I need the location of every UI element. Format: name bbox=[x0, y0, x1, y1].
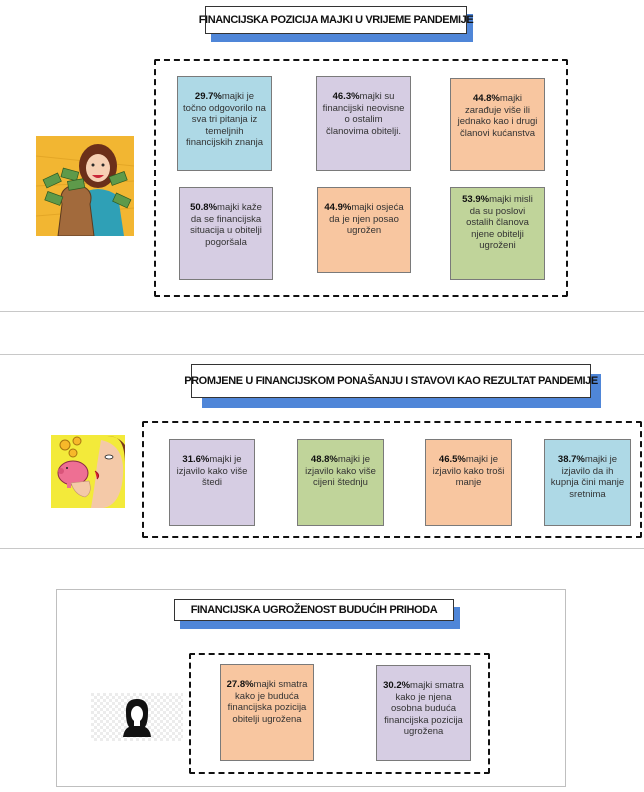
stat-percent: 53.9% bbox=[462, 194, 490, 205]
stat-text: majki je izjavilo da ih kupnja čini manj… bbox=[550, 454, 625, 500]
divider bbox=[0, 354, 644, 355]
section-title-2: PROMJENE U FINANCIJSKOM PONAŠANJU I STAV… bbox=[184, 364, 601, 408]
stat-text: majki je izjavilo kako više cijeni štedn… bbox=[305, 454, 376, 488]
stat-card: 46.3%majki su financijski neovisne o ost… bbox=[316, 76, 411, 171]
stat-percent: 30.2% bbox=[383, 680, 411, 691]
stat-percent: 29.7% bbox=[194, 91, 222, 102]
section-heading: FINANCIJSKA UGROŽENOST BUDUĆIH PRIHODA bbox=[174, 599, 454, 621]
divider bbox=[0, 311, 644, 312]
stat-text: majki je izjavilo kako više štedi bbox=[176, 454, 248, 488]
woman-with-piggy-bank-image bbox=[51, 435, 125, 508]
stat-text: majki je točno odgovorilo na sva tri pit… bbox=[183, 91, 266, 148]
stat-percent: 50.8% bbox=[190, 202, 218, 213]
section-heading: PROMJENE U FINANCIJSKOM PONAŠANJU I STAV… bbox=[184, 364, 598, 398]
stat-card: 44.9%majki osjeća da je njen posao ugrož… bbox=[317, 187, 411, 273]
woman-with-money-bag-image bbox=[36, 136, 134, 236]
stat-percent: 46.3% bbox=[332, 91, 360, 102]
stat-card: 31.6%majki je izjavilo kako više štedi bbox=[169, 439, 255, 526]
stat-text: majki kaže da se financijska situacija u… bbox=[190, 202, 262, 248]
stat-percent: 44.8% bbox=[472, 93, 500, 104]
stat-card: 29.7%majki je točno odgovorilo na sva tr… bbox=[177, 76, 272, 171]
stat-card: 27.8%majki smatra kako je buduća financi… bbox=[220, 664, 314, 761]
stats-group-1 bbox=[154, 59, 568, 297]
stat-card: 53.9%majki misli da su poslovi ostalih č… bbox=[450, 187, 545, 280]
stat-card: 30.2%majki smatra kako je njena osobna b… bbox=[376, 665, 471, 761]
stat-text: majki su financijski neovisne o ostalim … bbox=[322, 91, 405, 137]
divider bbox=[0, 548, 644, 549]
stat-text: majki zarađuje više ili jednako kao i dr… bbox=[457, 93, 538, 139]
section-title-1: FINANCIJSKA POZICIJA MAJKI U VRIJEME PAN… bbox=[199, 6, 474, 42]
stat-percent: 27.8% bbox=[226, 679, 254, 690]
stat-card: 50.8%majki kaže da se financijska situac… bbox=[179, 187, 273, 280]
stat-text: majki je izjavilo kako troši manje bbox=[432, 454, 505, 488]
stat-card: 48.8%majki je izjavilo kako više cijeni … bbox=[297, 439, 384, 526]
stat-text: majki misli da su poslovi ostalih članov… bbox=[466, 194, 533, 251]
woman-silhouette-icon bbox=[91, 693, 183, 741]
stat-card: 46.5%majki je izjavilo kako troši manje bbox=[425, 439, 512, 526]
stat-percent: 48.8% bbox=[310, 454, 338, 465]
stat-percent: 31.6% bbox=[182, 454, 210, 465]
stat-percent: 44.9% bbox=[324, 202, 352, 213]
stat-text: majki smatra kako je buduća financijska … bbox=[227, 679, 308, 725]
stat-card: 38.7%majki je izjavilo da ih kupnja čini… bbox=[544, 439, 631, 526]
stat-text: majki smatra kako je njena osobna buduća… bbox=[384, 680, 464, 737]
stat-percent: 46.5% bbox=[438, 454, 466, 465]
stats-group-3 bbox=[189, 653, 490, 774]
stat-text: majki osjeća da je njen posao ugrožen bbox=[329, 202, 404, 236]
stat-card: 44.8%majki zarađuje više ili jednako kao… bbox=[450, 78, 545, 171]
section-frame bbox=[56, 589, 566, 787]
stat-percent: 38.7% bbox=[557, 454, 585, 465]
stats-group-2 bbox=[142, 421, 642, 538]
section-title-3: FINANCIJSKA UGROŽENOST BUDUĆIH PRIHODA bbox=[174, 599, 460, 629]
section-heading: FINANCIJSKA POZICIJA MAJKI U VRIJEME PAN… bbox=[199, 6, 474, 34]
